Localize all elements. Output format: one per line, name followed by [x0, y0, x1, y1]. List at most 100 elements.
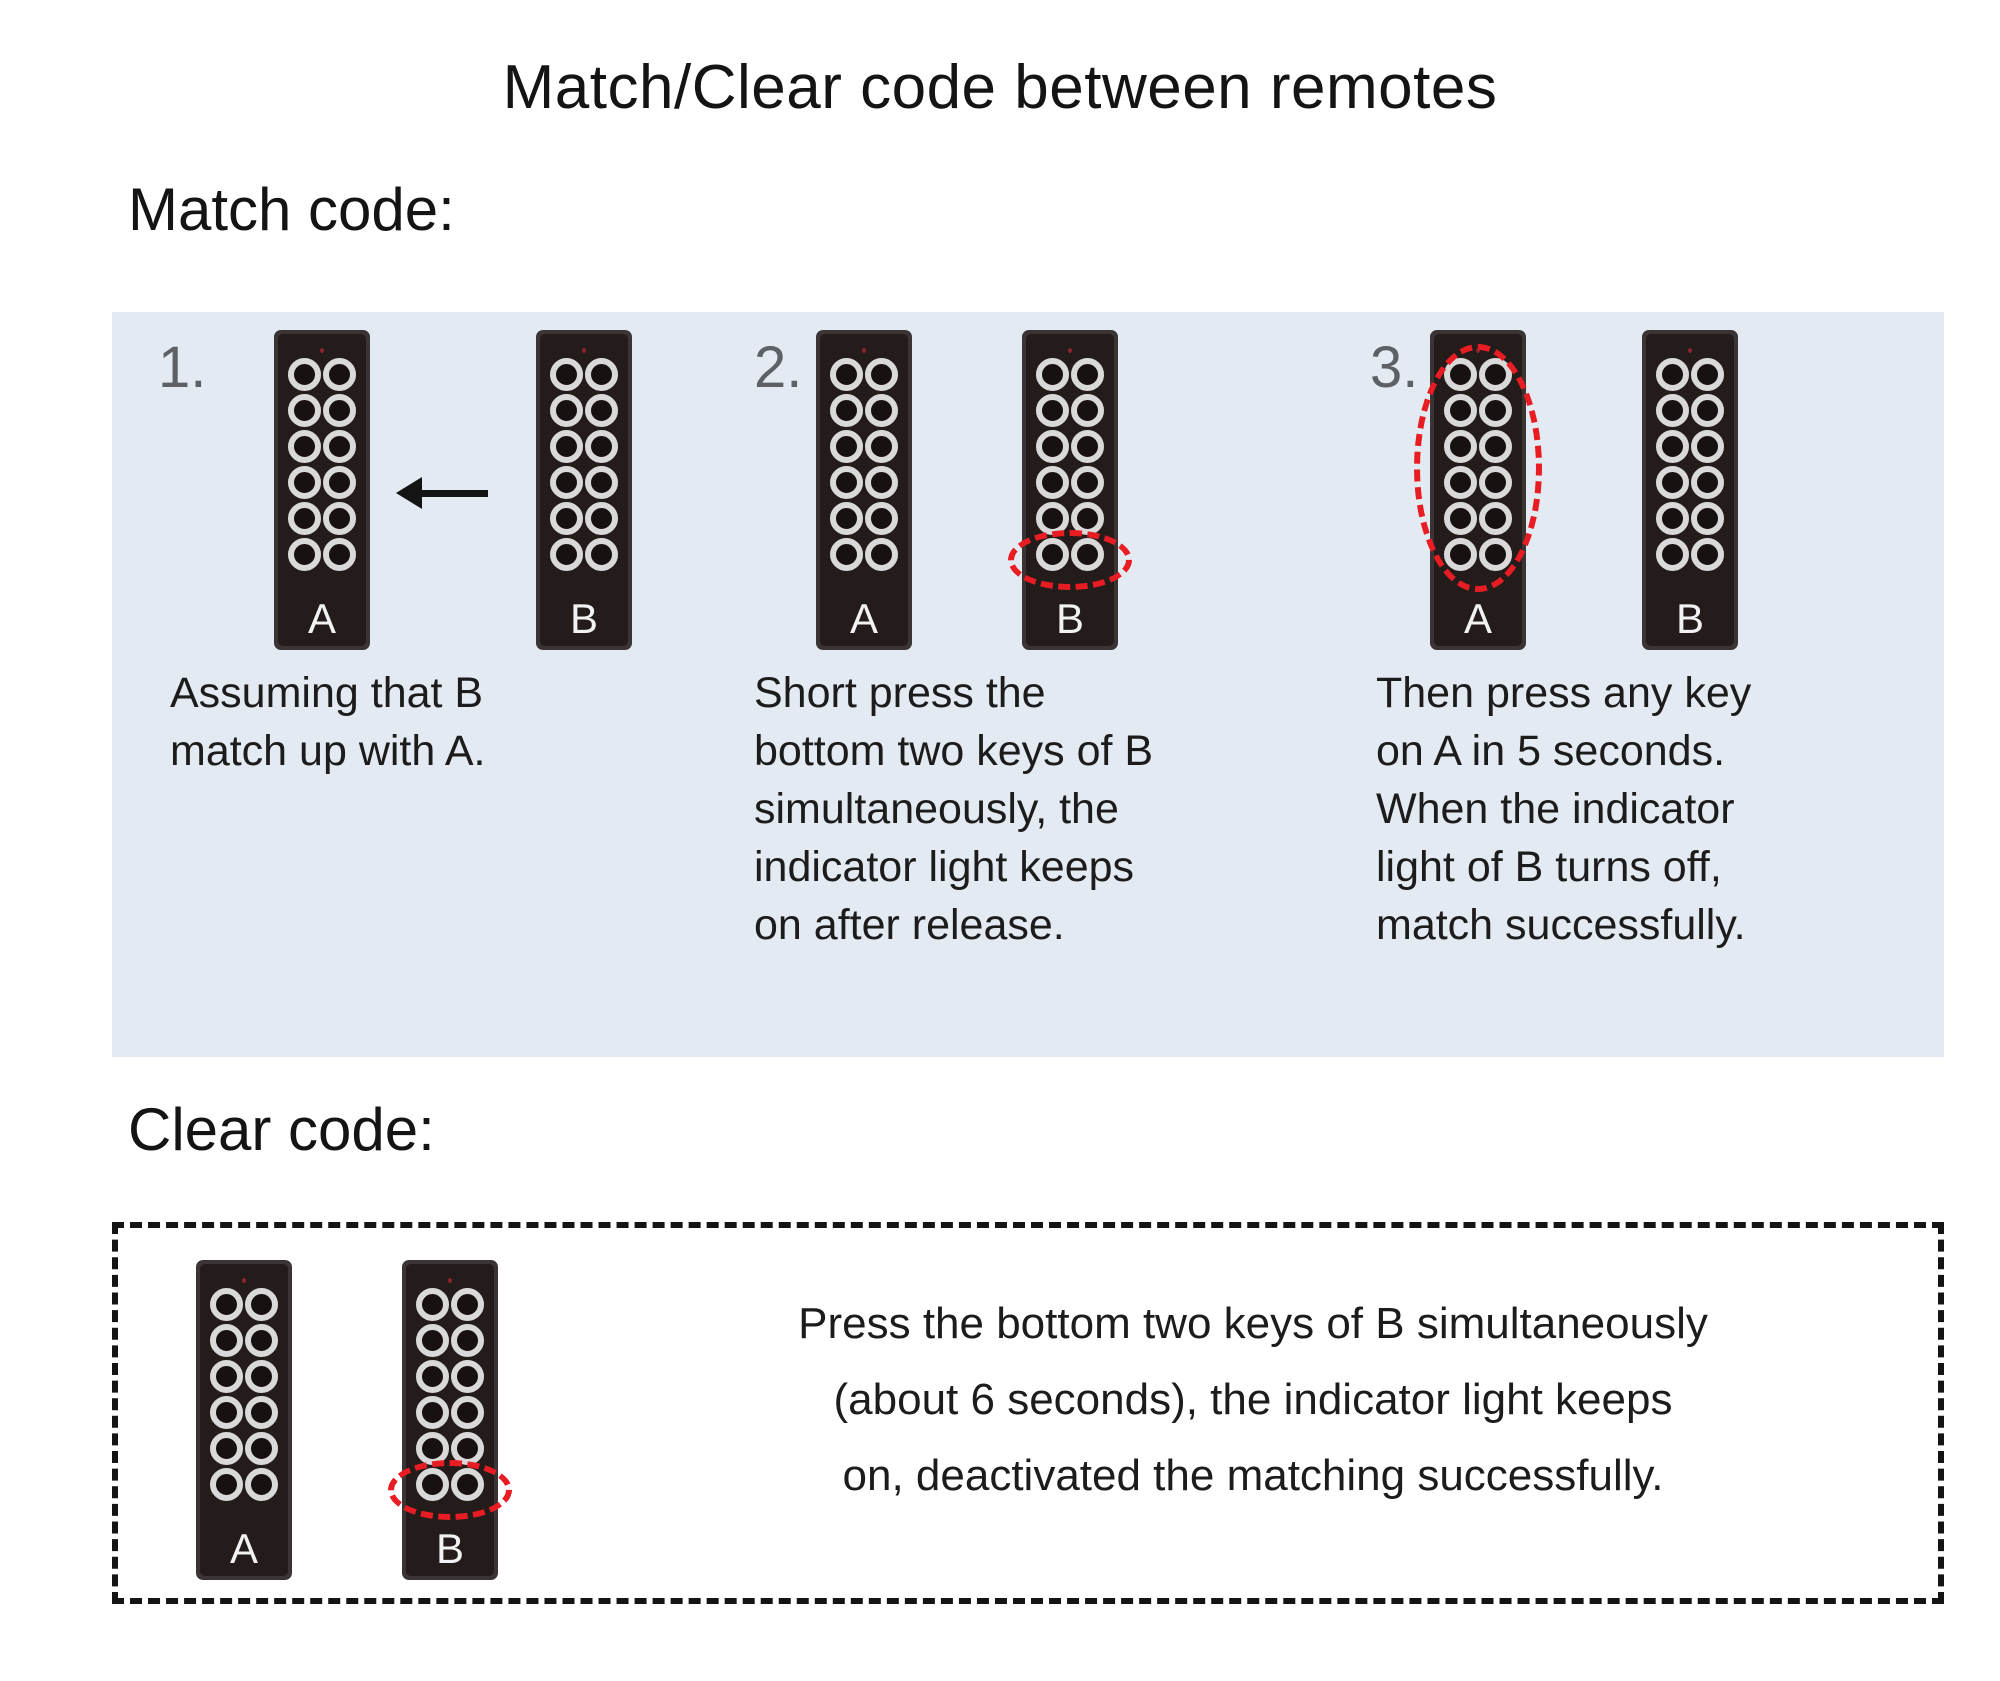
remote-key[interactable] — [550, 501, 583, 535]
remote-key[interactable] — [1691, 393, 1724, 427]
remote-key[interactable] — [550, 465, 583, 499]
remote-key[interactable] — [1479, 393, 1512, 427]
remote-b[interactable]: B — [402, 1260, 498, 1580]
remote-key[interactable] — [1071, 537, 1104, 571]
remote-key[interactable] — [585, 537, 618, 571]
remote-key[interactable] — [1036, 393, 1069, 427]
remote-key[interactable] — [1444, 429, 1477, 463]
remote-key[interactable] — [1036, 357, 1069, 391]
remote-key[interactable] — [585, 501, 618, 535]
remote-key[interactable] — [323, 429, 356, 463]
remote-b[interactable]: B — [1022, 330, 1118, 650]
remote-key[interactable] — [1479, 465, 1512, 499]
remote-key[interactable] — [451, 1323, 484, 1357]
remote-key[interactable] — [865, 537, 898, 571]
remote-key[interactable] — [830, 393, 863, 427]
remote-key[interactable] — [416, 1431, 449, 1465]
remote-key[interactable] — [451, 1287, 484, 1321]
remote-key[interactable] — [1479, 429, 1512, 463]
remote-key[interactable] — [245, 1287, 278, 1321]
remote-b[interactable]: B — [536, 330, 632, 650]
remote-key[interactable] — [451, 1467, 484, 1501]
remote-key[interactable] — [865, 429, 898, 463]
keypad[interactable] — [1646, 356, 1734, 572]
remote-key[interactable] — [550, 357, 583, 391]
remote-key[interactable] — [830, 537, 863, 571]
remote-key[interactable] — [865, 357, 898, 391]
remote-key[interactable] — [585, 393, 618, 427]
remote-key[interactable] — [416, 1359, 449, 1393]
remote-key[interactable] — [288, 537, 321, 571]
remote-key[interactable] — [830, 465, 863, 499]
remote-key[interactable] — [1656, 465, 1689, 499]
remote-key[interactable] — [210, 1431, 243, 1465]
remote-key[interactable] — [830, 357, 863, 391]
remote-key[interactable] — [1071, 393, 1104, 427]
remote-key[interactable] — [323, 393, 356, 427]
remote-key[interactable] — [288, 465, 321, 499]
remote-key[interactable] — [1691, 465, 1724, 499]
remote-a[interactable]: A — [1430, 330, 1526, 650]
remote-key[interactable] — [1444, 501, 1477, 535]
remote-key[interactable] — [323, 357, 356, 391]
remote-key[interactable] — [865, 393, 898, 427]
remote-a[interactable]: A — [196, 1260, 292, 1580]
remote-key[interactable] — [550, 429, 583, 463]
remote-key[interactable] — [210, 1287, 243, 1321]
remote-a[interactable]: A — [816, 330, 912, 650]
keypad[interactable] — [278, 356, 366, 572]
remote-key[interactable] — [1479, 501, 1512, 535]
remote-key[interactable] — [245, 1431, 278, 1465]
remote-key[interactable] — [1656, 393, 1689, 427]
remote-key[interactable] — [1036, 429, 1069, 463]
remote-key[interactable] — [1479, 357, 1512, 391]
remote-key[interactable] — [1071, 465, 1104, 499]
remote-key[interactable] — [1444, 393, 1477, 427]
remote-key[interactable] — [1036, 501, 1069, 535]
remote-key[interactable] — [1444, 537, 1477, 571]
remote-key[interactable] — [416, 1467, 449, 1501]
keypad[interactable] — [540, 356, 628, 572]
remote-key[interactable] — [1691, 501, 1724, 535]
remote-key[interactable] — [451, 1359, 484, 1393]
remote-b[interactable]: B — [1642, 330, 1738, 650]
remote-key[interactable] — [245, 1395, 278, 1429]
remote-key[interactable] — [323, 501, 356, 535]
remote-key[interactable] — [1656, 357, 1689, 391]
remote-key[interactable] — [210, 1395, 243, 1429]
remote-key[interactable] — [288, 501, 321, 535]
remote-key[interactable] — [1071, 429, 1104, 463]
remote-key[interactable] — [323, 465, 356, 499]
remote-key[interactable] — [550, 393, 583, 427]
remote-key[interactable] — [288, 357, 321, 391]
remote-key[interactable] — [585, 429, 618, 463]
remote-key[interactable] — [1691, 429, 1724, 463]
remote-key[interactable] — [1479, 537, 1512, 571]
remote-key[interactable] — [1656, 501, 1689, 535]
remote-key[interactable] — [210, 1359, 243, 1393]
remote-key[interactable] — [830, 429, 863, 463]
remote-a[interactable]: A — [274, 330, 370, 650]
remote-key[interactable] — [1691, 537, 1724, 571]
remote-key[interactable] — [550, 537, 583, 571]
remote-key[interactable] — [1691, 357, 1724, 391]
remote-key[interactable] — [1656, 537, 1689, 571]
remote-key[interactable] — [1036, 537, 1069, 571]
remote-key[interactable] — [210, 1323, 243, 1357]
remote-key[interactable] — [245, 1467, 278, 1501]
remote-key[interactable] — [830, 501, 863, 535]
remote-key[interactable] — [245, 1323, 278, 1357]
remote-key[interactable] — [451, 1431, 484, 1465]
remote-key[interactable] — [416, 1395, 449, 1429]
remote-key[interactable] — [288, 393, 321, 427]
remote-key[interactable] — [288, 429, 321, 463]
keypad[interactable] — [200, 1286, 288, 1502]
remote-key[interactable] — [1036, 465, 1069, 499]
keypad[interactable] — [406, 1286, 494, 1502]
remote-key[interactable] — [585, 357, 618, 391]
remote-key[interactable] — [210, 1467, 243, 1501]
remote-key[interactable] — [865, 501, 898, 535]
remote-key[interactable] — [1444, 465, 1477, 499]
remote-key[interactable] — [1071, 501, 1104, 535]
remote-key[interactable] — [1444, 357, 1477, 391]
